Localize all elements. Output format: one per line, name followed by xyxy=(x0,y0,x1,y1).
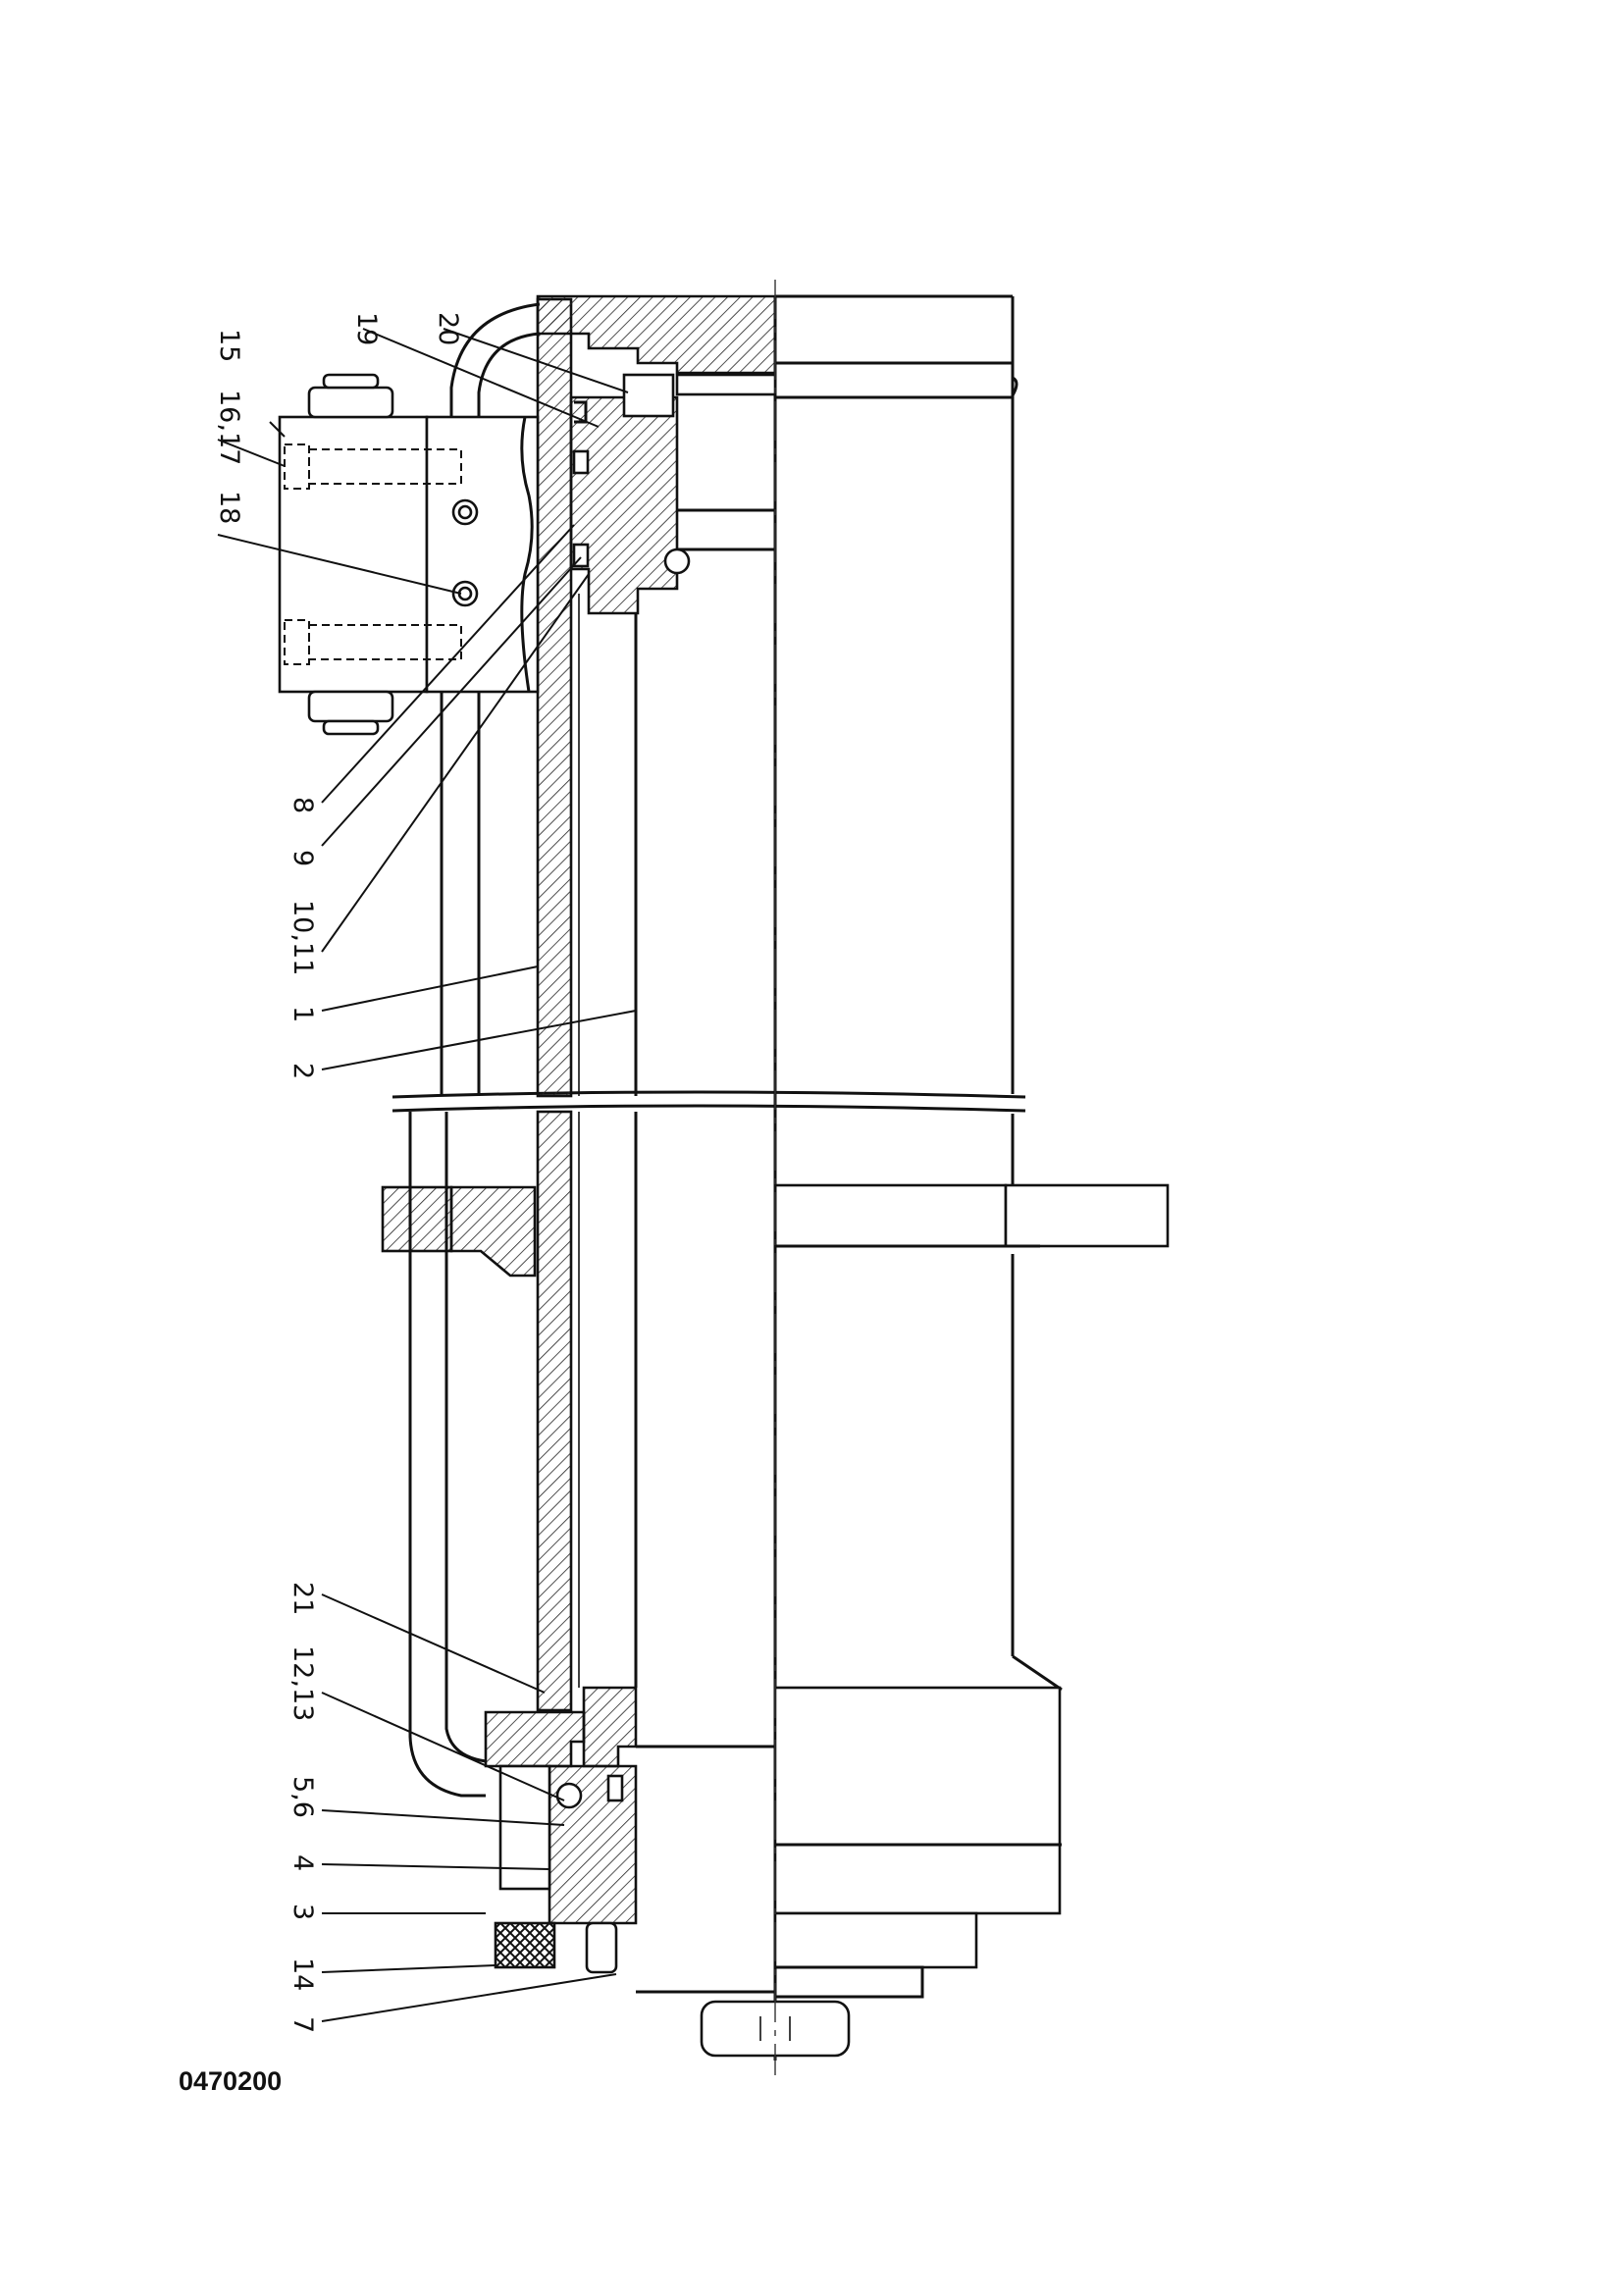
callout-3: 3 xyxy=(287,1904,318,1920)
break-lines xyxy=(392,1090,1026,1113)
callout-14: 14 xyxy=(287,1957,318,1991)
callout-8: 8 xyxy=(287,797,318,813)
cylinder-tube xyxy=(536,297,573,1712)
drawing-number: 0470200 xyxy=(179,2066,282,2096)
callout-2: 2 xyxy=(287,1063,318,1079)
top-end-cap xyxy=(536,294,777,615)
callout-16-17: 16,17 xyxy=(214,390,244,465)
callout-1: 1 xyxy=(287,1006,318,1022)
top-elbow-pipe xyxy=(449,302,541,422)
callout-9: 9 xyxy=(287,850,318,866)
outer-body xyxy=(775,294,1063,1692)
callout-5-6: 5,6 xyxy=(287,1776,318,1818)
callout-12-13: 12,13 xyxy=(287,1645,318,1721)
callout-7: 7 xyxy=(287,2016,318,2033)
callout-21: 21 xyxy=(287,1582,318,1615)
callout-10-11: 10,11 xyxy=(287,900,318,975)
bottom-elbow-pipe xyxy=(408,1697,487,1798)
leader-lines xyxy=(217,328,637,2022)
callout-4: 4 xyxy=(287,1854,318,1871)
callout-20: 20 xyxy=(433,312,463,345)
valve-block xyxy=(278,373,540,736)
callout-19: 19 xyxy=(351,312,382,345)
tie-rod xyxy=(408,687,481,1697)
middle-flange xyxy=(381,1183,1170,1278)
callout-18: 18 xyxy=(214,491,244,524)
bottom-end-cap xyxy=(484,1686,1062,2058)
callout-15: 15 xyxy=(214,329,244,362)
callout-labels: 15 16,17 18 19 20 8 9 10,11 1 2 21 12,13… xyxy=(214,312,463,2033)
